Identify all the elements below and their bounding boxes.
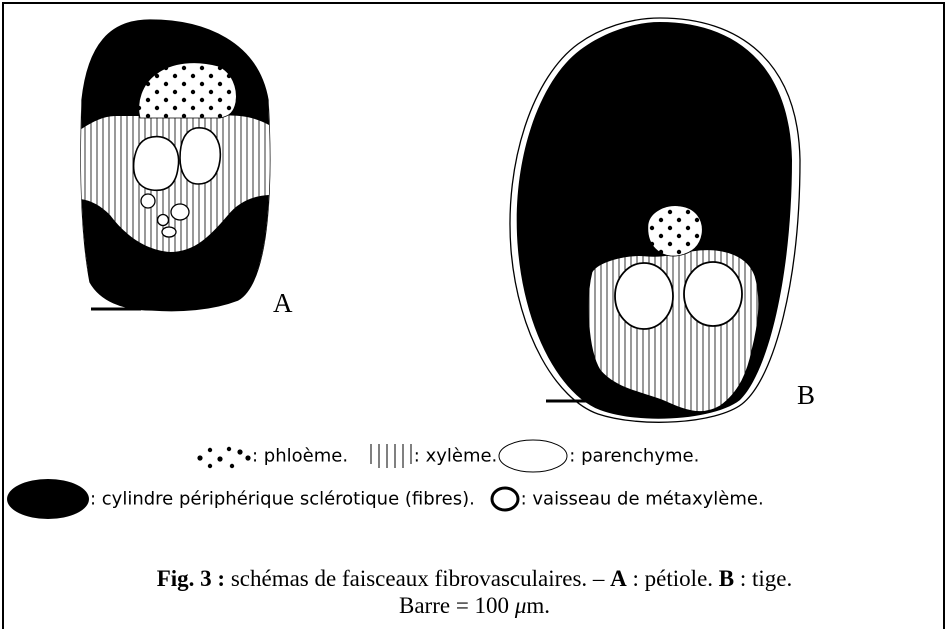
panel-a-label: A	[273, 288, 293, 318]
caption-a-label: A	[610, 566, 627, 591]
caption-fig-label: Fig. 3 :	[157, 566, 225, 591]
panel-b-diagram: B	[500, 10, 815, 430]
sclerenchyma-symbol	[6, 478, 90, 520]
caption-scale-mu: μ	[515, 593, 527, 618]
panel-b-phloem	[648, 206, 702, 256]
legend-vaisseau-label: : vaisseau de métaxylème.	[521, 489, 764, 510]
panel-a-vessel-small	[158, 215, 169, 226]
legend-parenchyme-label: : parenchyme.	[569, 446, 699, 467]
legend-row-1: : phloème. : xylème. : parenchyme.	[196, 438, 699, 474]
parenchyma-symbol	[497, 438, 569, 474]
caption-text-2: : pétiole.	[627, 566, 719, 591]
panel-a-vessel-small	[162, 227, 176, 237]
figure-caption: Fig. 3 : schémas de faisceaux fibrovascu…	[0, 565, 949, 619]
panel-b-label: B	[797, 380, 815, 410]
caption-text-1: schémas de faisceaux fibrovasculaires. –	[225, 566, 610, 591]
caption-scale-suffix: m.	[526, 593, 550, 618]
legend-phloeme-label: : phloème.	[252, 446, 348, 467]
panel-a-vessel-right	[180, 128, 220, 184]
caption-text-3: : tige.	[734, 566, 792, 591]
legend-cylindre-label: : cylindre périphérique sclérotique (fib…	[90, 489, 475, 510]
caption-scale-prefix: Barre = 100	[399, 593, 515, 618]
panel-a-diagram: A	[60, 20, 293, 320]
panel-b-vessel-left	[615, 263, 673, 329]
caption-line-1: Fig. 3 : schémas de faisceaux fibrovascu…	[0, 565, 949, 592]
phloem-symbol	[196, 442, 252, 470]
xylem-symbol	[366, 442, 414, 470]
metaxylem-vessel-symbol	[489, 484, 521, 514]
caption-b-label: B	[719, 566, 734, 591]
panel-a-vessel-small	[141, 194, 155, 208]
panel-a-vessel-left	[134, 137, 179, 191]
legend-row-2: : cylindre périphérique sclérotique (fib…	[6, 478, 764, 520]
panel-a-vessel-small	[171, 204, 189, 220]
panel-b-vessel-right	[684, 262, 742, 326]
legend-xyleme-label: : xylème.	[414, 446, 498, 467]
caption-line-2: Barre = 100 μm.	[0, 592, 949, 619]
